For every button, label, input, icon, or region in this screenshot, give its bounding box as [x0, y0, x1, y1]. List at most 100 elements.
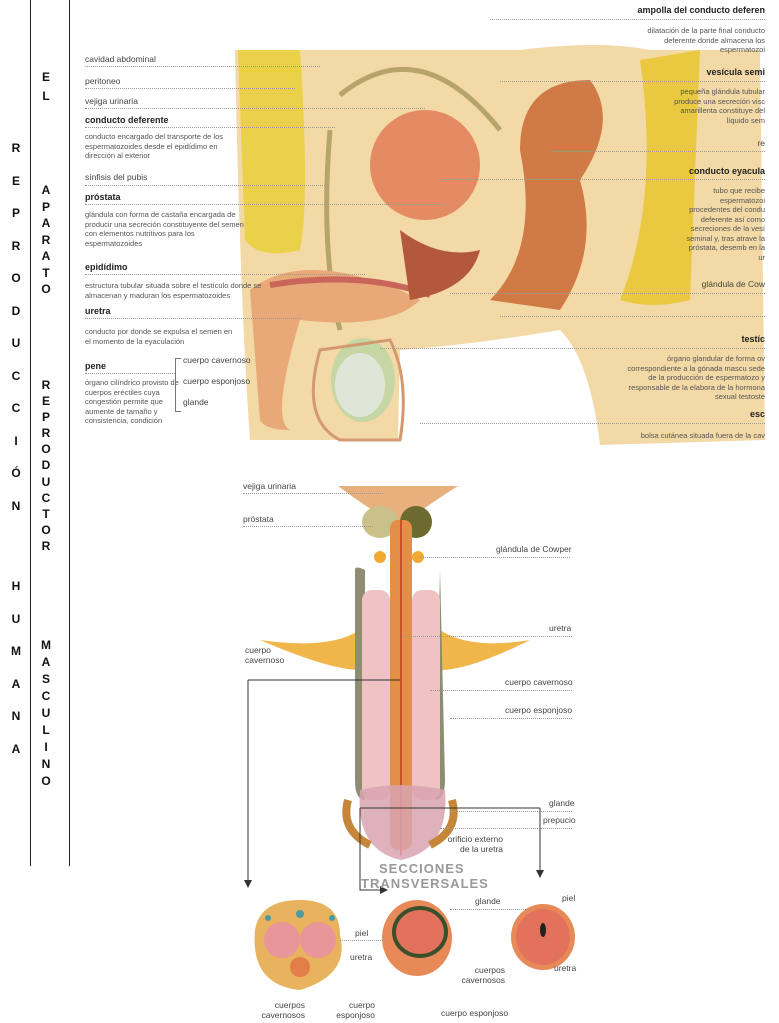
title-letter: E — [41, 394, 50, 409]
desc-conducto-eyaculador: tubo que recibe espermatozoi procedentes… — [686, 186, 765, 262]
heading-uretra: uretra — [85, 306, 111, 316]
leader-line — [85, 185, 325, 186]
label-cowper-frontal: glándula de Cowper — [496, 544, 572, 554]
label-glande-section: glande — [475, 896, 501, 906]
divider-line — [69, 0, 70, 866]
title-letter: R — [41, 232, 51, 247]
label-cuerpo-cavernoso-right: cuerpo cavernoso — [505, 677, 573, 687]
title-letter: U — [11, 336, 21, 350]
label-vejiga-frontal: vejiga urinaria — [243, 481, 296, 491]
title-letter: Ó — [11, 466, 21, 480]
title-letter: O — [41, 774, 51, 788]
leader-line — [85, 127, 335, 128]
title-letter: A — [11, 741, 21, 756]
title-letter: P — [11, 206, 20, 220]
title-letter: U — [41, 474, 51, 489]
title-letter: O — [41, 522, 51, 537]
desc-testiculo: órgano glandular de forma ov correspondi… — [627, 354, 765, 401]
label-vejiga: vejiga urinaria — [85, 96, 138, 106]
leader-line — [243, 526, 373, 527]
label-cuerpo-cavernoso-left: cuerpo cavernoso — [245, 645, 285, 665]
leader-line — [380, 348, 765, 349]
title-letter: C — [41, 490, 51, 505]
label-uretra-right: uretra — [554, 963, 577, 973]
leader-line — [450, 293, 765, 294]
desc-escroto: bolsa cutánea situada fuera de la cav — [640, 431, 765, 440]
title-letter: R — [11, 238, 21, 253]
title-letter: M — [11, 644, 21, 658]
label-uretra-frontal: uretra — [549, 623, 572, 633]
leader-line — [500, 81, 765, 82]
label-glandula-cowper: glándula de Cow — [701, 279, 765, 289]
title-letter: O — [11, 271, 21, 285]
heading-epididimo: epidídimo — [85, 262, 128, 272]
label-cuerpos-cavernosos-left: cuerpos cavernosos — [261, 1000, 305, 1020]
title-letter: R — [41, 378, 51, 392]
title-letter: N — [11, 709, 21, 723]
title-letter: N — [11, 498, 21, 513]
heading-conducto-deferente: conducto deferente — [85, 115, 169, 125]
leader-line — [85, 108, 425, 109]
desc-ampolla: dilatación de la parte final conducto de… — [647, 26, 765, 54]
heading-pene: pene — [85, 361, 107, 371]
label-cuerpo-esponjoso-frontal: cuerpo esponjoso — [505, 705, 573, 715]
leader-line — [450, 718, 572, 719]
desc-epididimo: estructura tubular situada sobre el test… — [85, 281, 262, 300]
title-letter: E — [41, 70, 50, 84]
leader-line — [402, 636, 572, 637]
desc-uretra: conducto por donde se expulsa el semen e… — [85, 327, 233, 346]
title-letter: H — [11, 579, 21, 593]
sagittal-section-illustration — [235, 45, 765, 445]
sections-title-2: TRANSVERSALES — [361, 876, 489, 891]
label-glande-frontal: glande — [549, 798, 575, 808]
sections-title-1: SECCIONES — [379, 861, 465, 876]
leader-line — [243, 493, 383, 494]
leader-line — [450, 909, 530, 910]
title-letter: T — [42, 506, 50, 521]
leader-line — [85, 318, 300, 319]
title-letter: U — [11, 611, 21, 626]
label-cuerpo-esponjoso: cuerpo esponjoso — [183, 376, 251, 386]
label-glande: glande — [183, 397, 209, 407]
label-orificio-uretra: orificio externo de la uretra — [447, 834, 503, 854]
title-letter: D — [11, 303, 21, 318]
title-letter: T — [42, 265, 50, 280]
frontal-section-illustration — [244, 486, 544, 894]
bracket — [175, 358, 181, 412]
heading-testiculo: testíc — [741, 334, 765, 344]
title-letter: E — [11, 173, 20, 188]
leader-line — [450, 811, 572, 812]
leader-line — [85, 204, 445, 205]
title-letter: L — [42, 723, 50, 737]
leader-line — [420, 423, 765, 424]
label-cuerpos-cavernosos-mid: cuerpos cavernosos — [461, 965, 505, 985]
title-letter: C — [41, 689, 51, 703]
title-letter: N — [41, 757, 51, 771]
label-cuerpo-esponjoso-left: cuerpo esponjoso — [336, 1000, 375, 1020]
label-sinfisis: sínfisis del pubis — [85, 172, 148, 182]
label-cuerpo-cavernoso: cuerpo cavernoso — [183, 355, 251, 365]
leader-line — [430, 690, 572, 691]
leader-line — [550, 151, 765, 152]
title-letter: A — [41, 216, 51, 230]
title-letter: M — [41, 638, 51, 652]
title-letter: O — [41, 442, 51, 457]
leader-line — [85, 66, 320, 67]
title-letter: C — [11, 368, 21, 383]
leader-line — [85, 88, 295, 89]
divider-line — [30, 0, 31, 866]
heading-conducto-eyaculador: conducto eyacula — [688, 166, 765, 176]
title-letter: A — [41, 183, 51, 197]
label-piel-right: piel — [562, 893, 576, 903]
desc-prostata: glándula con forma de castaña encargada … — [85, 210, 244, 248]
title-humana: H U M A N A — [8, 570, 24, 765]
title-letter: A — [11, 676, 21, 691]
title-letter: L — [42, 89, 50, 103]
leader-line — [440, 179, 765, 180]
